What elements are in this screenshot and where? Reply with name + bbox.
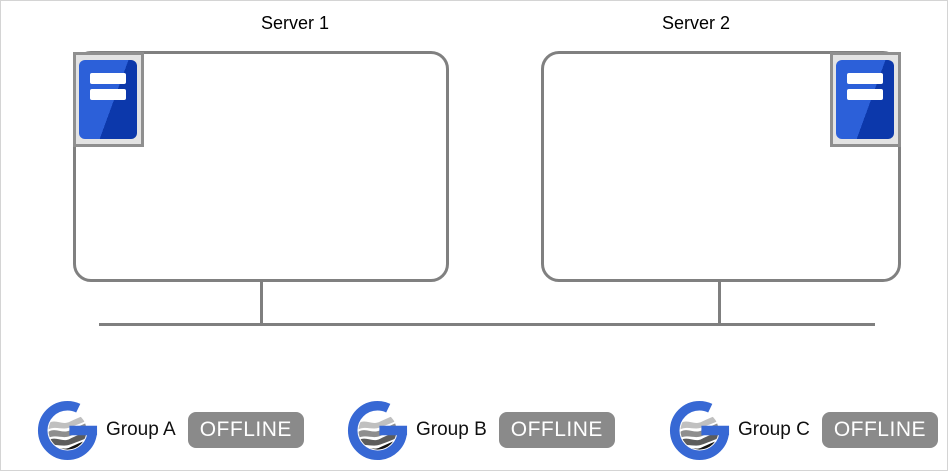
- connector-server-1-line: [260, 280, 263, 326]
- server-tower-glyph: [836, 60, 894, 139]
- drive-slot: [847, 89, 883, 100]
- server-1-title: Server 1: [260, 13, 330, 33]
- server-tower-glyph: [79, 60, 137, 139]
- status-badge: OFFLINE: [821, 412, 938, 448]
- server-2-title: Server 2: [661, 13, 731, 33]
- group-label: Group C: [738, 419, 810, 440]
- server-tower-icon[interactable]: [73, 52, 144, 147]
- drive-slot: [847, 73, 883, 84]
- globe-g-logo-icon: [347, 400, 408, 461]
- group-b-node[interactable]: Group B OFFLINE: [347, 399, 615, 461]
- group-label: Group A: [106, 419, 176, 440]
- drive-slot: [90, 89, 126, 100]
- group-a-node[interactable]: Group A OFFLINE: [37, 399, 304, 461]
- connector-server-2-line: [718, 280, 721, 326]
- status-badge: OFFLINE: [187, 412, 304, 448]
- globe-g-logo-icon: [669, 400, 730, 461]
- server-tower-icon[interactable]: [830, 52, 901, 147]
- group-c-node[interactable]: Group C OFFLINE: [669, 399, 938, 461]
- status-badge: OFFLINE: [498, 412, 615, 448]
- drive-slot: [90, 73, 126, 84]
- globe-g-logo-icon: [37, 400, 98, 461]
- network-bus-line: [99, 323, 875, 326]
- group-label: Group B: [416, 419, 487, 440]
